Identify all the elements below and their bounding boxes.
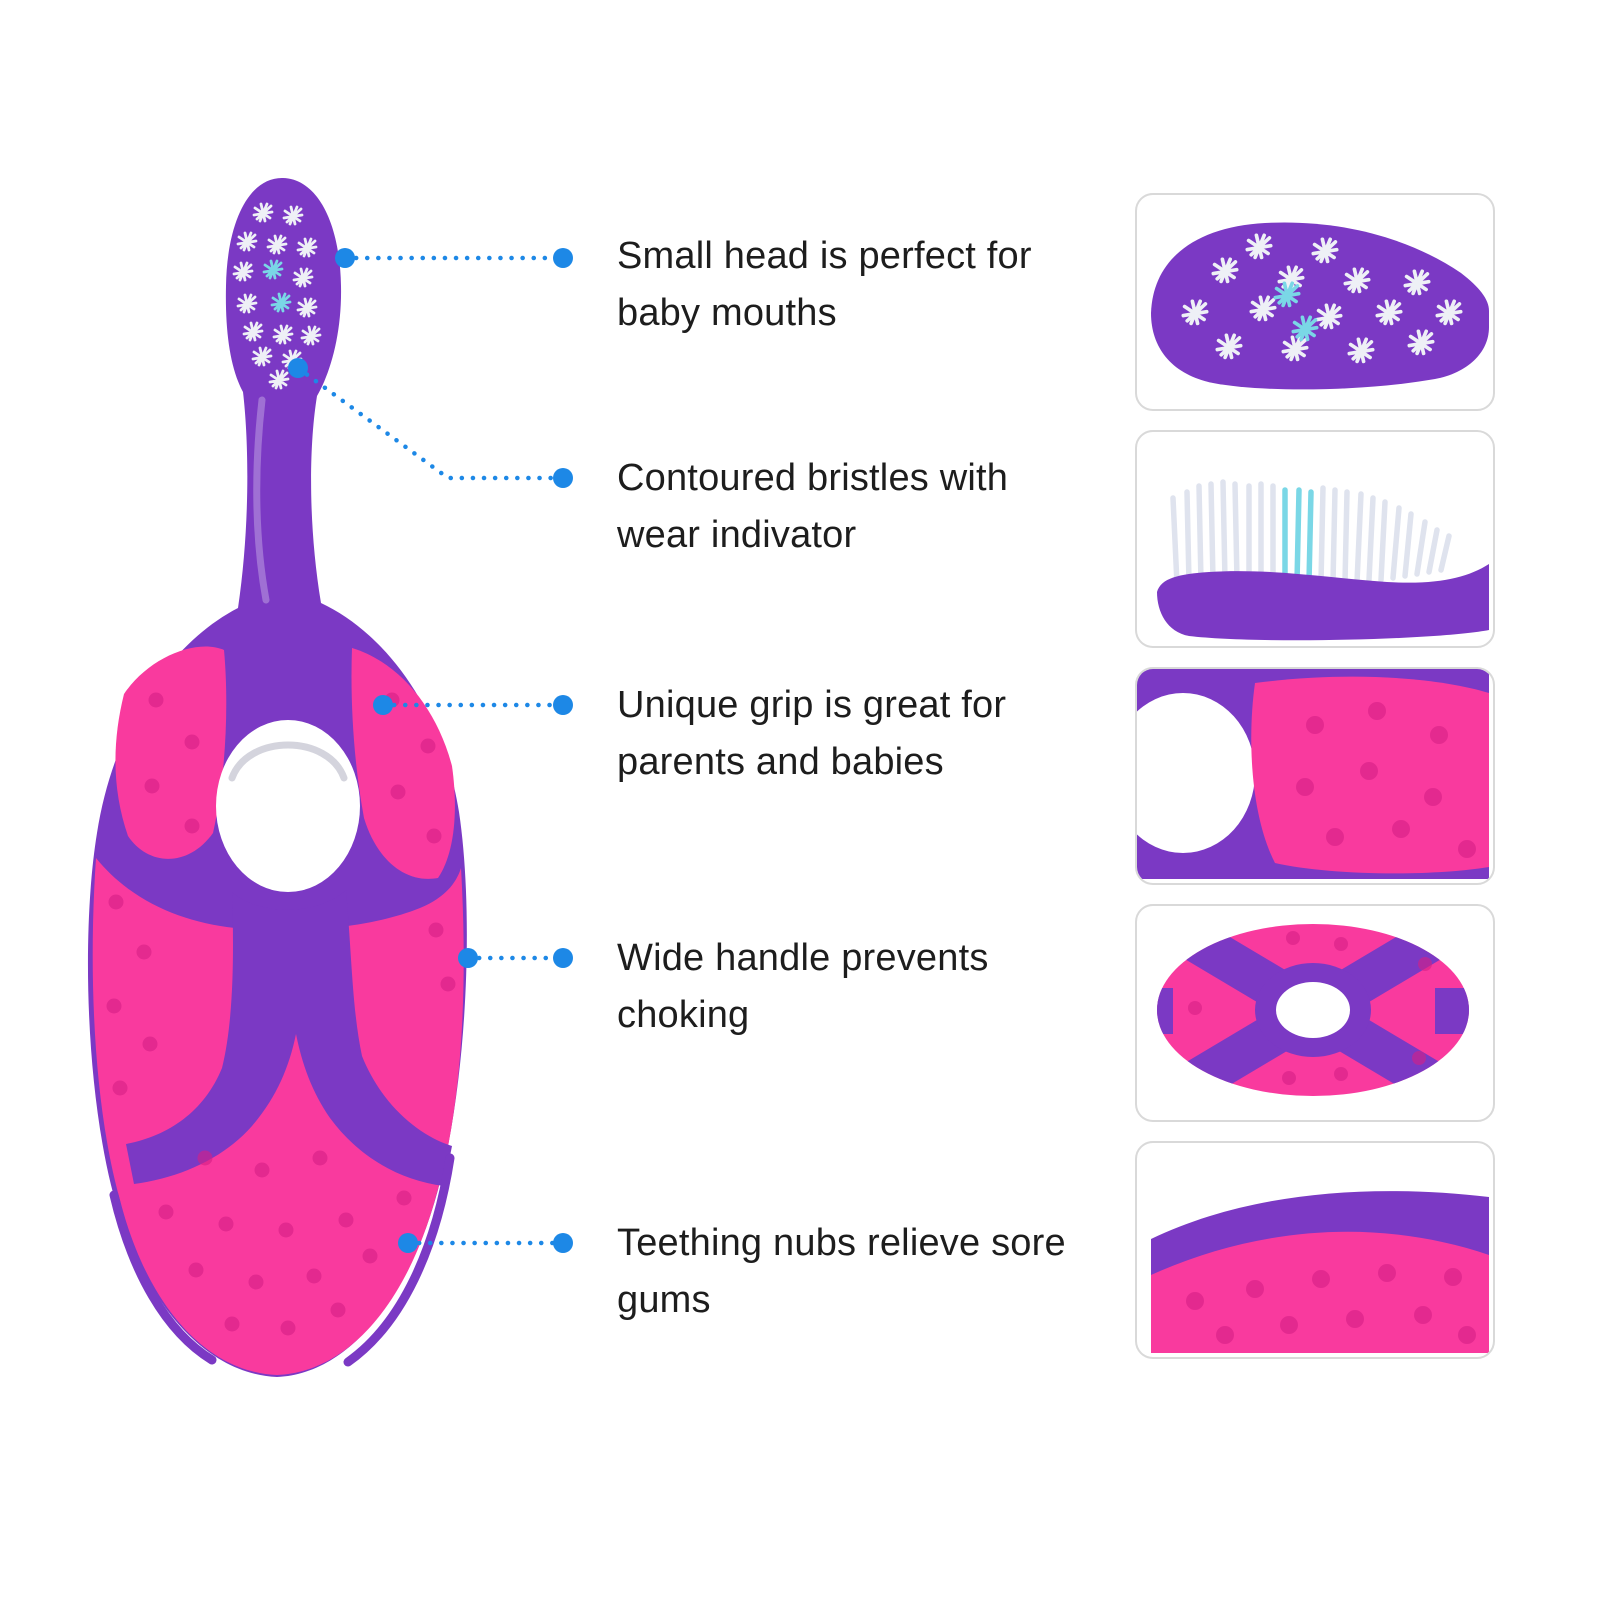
detail-panel-brush-head-top-view (1135, 193, 1495, 411)
feature-text: Wide handle prevents choking (617, 937, 989, 1036)
callout-dots (288, 248, 573, 1253)
feature-callout-small-head: Small head is perfect for baby mouths (617, 228, 1077, 342)
handle-hole (216, 720, 360, 892)
nub-dots (1186, 1264, 1476, 1344)
feature-callout-grip: Unique grip is great for parents and bab… (617, 677, 1077, 791)
callout-lines (295, 255, 563, 1246)
feature-text: Unique grip is great for parents and bab… (617, 684, 1007, 783)
handle-hole-shadow (228, 741, 348, 782)
feature-text: Contoured bristles with wear indivator (617, 457, 1009, 556)
teething-nubs-closeup-image (1151, 1191, 1489, 1353)
neck-highlight (253, 396, 270, 604)
teething-nub-dots (106, 692, 456, 1336)
nubs-purple-edge (1151, 1191, 1489, 1275)
handle-dots (1188, 931, 1432, 1085)
feature-callout-bristles: Contoured bristles with wear indivator (617, 450, 1077, 564)
feature-text: Small head is perfect for baby mouths (617, 235, 1032, 334)
feature-text: Teething nubs relieve sore gums (617, 1222, 1066, 1321)
feature-callout-handle: Wide handle prevents choking (617, 930, 1077, 1044)
brush-side-profile (1157, 564, 1489, 641)
feature-callout-nubs: Teething nubs relieve sore gums (617, 1215, 1077, 1329)
handle-hole-partial (1137, 693, 1255, 853)
handle-purple-wedge (126, 890, 452, 1186)
detail-panel-teething-nubs-closeup (1135, 1141, 1495, 1359)
handle-edge-slivers (109, 1153, 455, 1367)
handle-hole-center (1276, 982, 1350, 1038)
grip-dots (1296, 702, 1476, 858)
brush-head-top-view-image (1151, 222, 1489, 390)
detail-panel-bristles-side-view (1135, 430, 1495, 648)
handle-top-view-image (1157, 924, 1469, 1096)
detail-panel-handle-top-view (1135, 904, 1495, 1122)
grip-closeup-image (1137, 669, 1489, 879)
side-bristles (1170, 479, 1452, 587)
bristles-side-view-image (1157, 479, 1489, 641)
detail-panel-grip-closeup (1135, 667, 1495, 885)
